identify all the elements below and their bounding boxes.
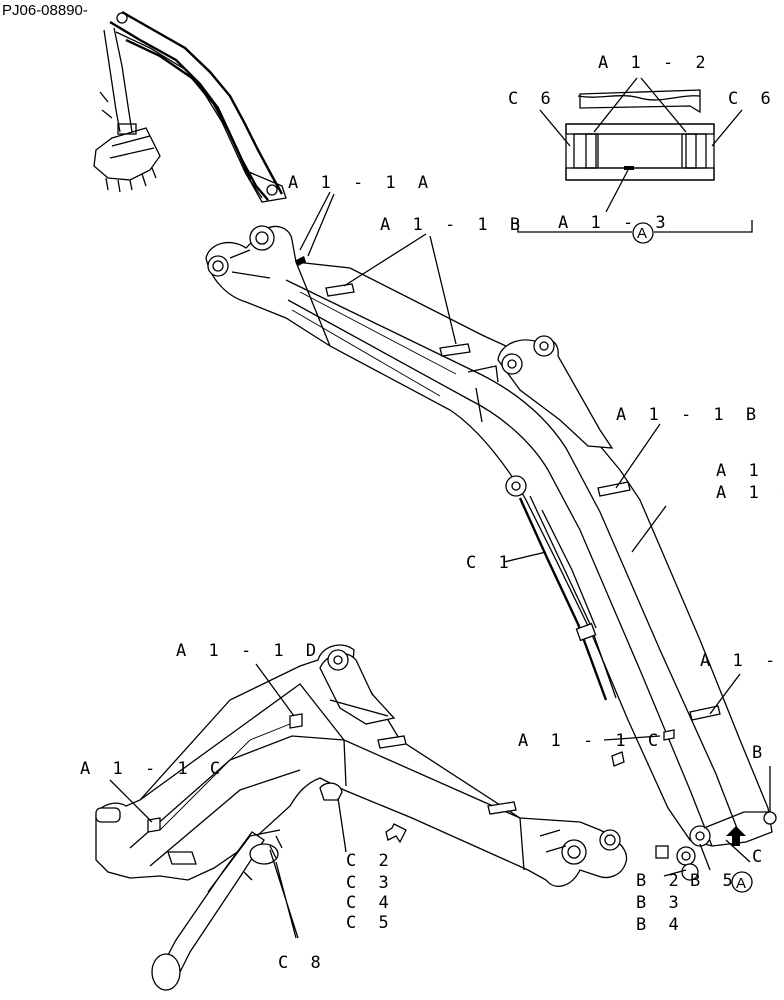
label-a1-1d: A 1 - 1 D: [176, 641, 322, 661]
label-c2: C 2: [346, 851, 395, 871]
leader-lines: A: [109, 191, 771, 939]
label-c6-right: C 6: [728, 89, 777, 109]
label-a1-1b-top: A 1 - 1 B: [380, 215, 526, 235]
label-a1-1b-right: A 1 - 1 B: [616, 405, 762, 425]
detail-view-a: A A 1 - 2 C 6 C 6 A 1 - 3: [508, 53, 777, 244]
arm-lower: [95, 644, 746, 991]
label-a1: A 1: [716, 461, 765, 481]
label-a1-1b-lower: A 1 - 1 B: [700, 651, 784, 671]
detail-view-marker: A: [637, 225, 647, 242]
boom-main: [205, 225, 777, 881]
arrow-view-marker: A: [736, 875, 746, 892]
label-a1-1: A 1 - 1: [716, 483, 784, 503]
label-c1: C 1: [466, 553, 515, 573]
label-b3: B 3: [636, 893, 685, 913]
label-a1-1c-left: A 1 - 1 C: [80, 759, 226, 779]
label-c6-left: C 6: [508, 89, 557, 109]
label-b5: B 5: [690, 871, 739, 891]
label-a1-3: A 1 - 3: [558, 213, 672, 233]
label-c4: C 4: [346, 893, 395, 913]
label-a1-1a: A 1 - 1 A: [288, 173, 434, 193]
label-b1: B 1: [752, 743, 784, 763]
label-a1-2: A 1 - 2: [598, 53, 712, 73]
callout-labels: A 1 - 1 A A 1 - 1 B A 1 - 1 B A 1 A 1 - …: [80, 173, 784, 973]
excavator-thumbnail: [93, 10, 287, 203]
label-c5: C 5: [346, 913, 395, 933]
label-c3: C 3: [346, 873, 395, 893]
label-c8: C 8: [278, 953, 327, 973]
label-a1-1c-right: A 1 - 1 C: [518, 731, 664, 751]
label-b2: B 2: [636, 871, 685, 891]
label-b4: B 4: [636, 915, 685, 935]
label-c7: C 7: [752, 847, 784, 867]
drawing-id: PJ06-08890-: [2, 2, 88, 19]
